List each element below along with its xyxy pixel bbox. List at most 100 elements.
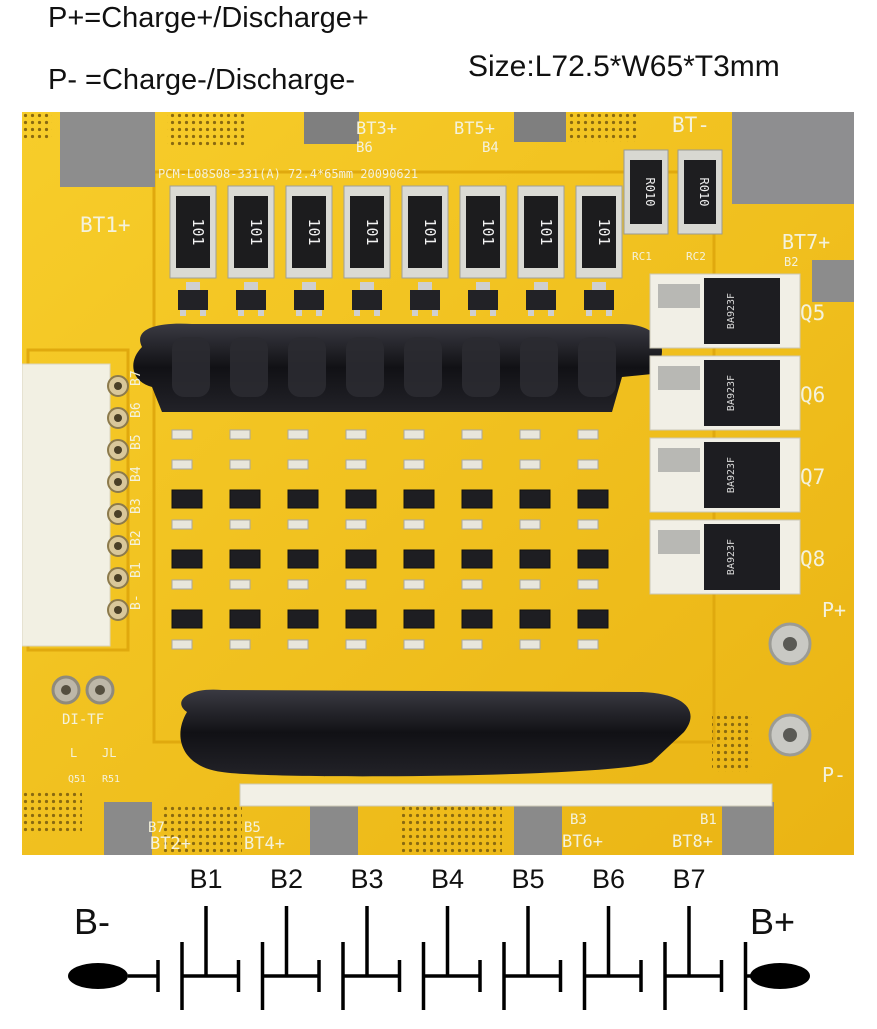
mosfet-code: BA923F [726,293,737,329]
smd-part [229,429,251,440]
smd-part [171,579,193,590]
b-plus-label: B+ [750,901,795,942]
smd-part [345,429,367,440]
sot-transistor [294,290,324,310]
smd-part [461,609,493,629]
b-plus-terminal [750,963,810,989]
pad-bt7 [812,260,854,302]
balance-resistor [234,196,268,268]
smd-part [403,549,435,569]
balance-resistor-code: 101 [421,218,439,245]
charge-discharge-plus-note: P+=Charge+/Discharge+ [48,2,369,34]
sot-transistor [584,290,614,310]
smd-part [461,519,483,530]
smd-part [345,489,377,509]
tap-label: B6 [592,864,625,894]
sot-transistor [526,290,556,310]
smd-part [519,609,551,629]
smd-part [287,489,319,509]
tap-label: B4 [431,864,464,894]
pad-bt8 [722,802,774,855]
smd-part [519,459,541,470]
smd-part [171,489,203,509]
mosfet-label: Q8 [800,547,825,571]
smd-part [519,429,541,440]
tap-label: B7 [672,864,705,894]
pad-bt1 [60,112,155,187]
mosfet-body [704,360,780,426]
sot-transistor [468,290,498,310]
smd-part [403,429,425,440]
mosfet-label: Q5 [800,301,825,325]
b-minus-label: B- [74,901,110,942]
smd-part [345,639,367,650]
smd-part [287,549,319,569]
mosfet-body [704,278,780,344]
sense-resistor-label: RC1 [632,250,652,263]
pad-bt-minus [732,112,854,204]
board-size-note: Size:L72.5*W65*T3mm [468,50,780,83]
smd-part [577,459,599,470]
balance-resistor [524,196,558,268]
smd-part [287,609,319,629]
label-bt2: BT2+ [150,834,191,854]
smd-part [577,519,599,530]
smd-part [287,459,309,470]
mosfet-code: BA923F [726,457,737,493]
balance-resistor [350,196,384,268]
smd-part [229,489,261,509]
connector-pin-label: B1 [129,562,144,578]
smd-part [171,639,193,650]
sense-resistor-code: R010 [697,178,711,207]
smd-part [577,429,599,440]
connector-pin-label: B4 [129,466,144,482]
balance-resistor-code: 101 [479,218,497,245]
balance-resistor-code: 101 [363,218,381,245]
smd-part [287,639,309,650]
smd-part [461,579,483,590]
smd-part [403,489,435,509]
smd-part [171,459,193,470]
sot-transistor [352,290,382,310]
label-bt4: BT4+ [244,834,285,854]
pad-bt2 [104,802,152,855]
mosfet-code: BA923F [726,539,737,575]
label-b6: B6 [356,140,373,156]
tap-label: B2 [270,864,303,894]
smd-part [461,429,483,440]
smd-part [345,519,367,530]
smd-part [577,549,609,569]
label-b5: B5 [244,820,261,836]
smd-part [229,519,251,530]
smd-part [345,579,367,590]
sot-transistor-row [178,282,614,316]
smd-part [229,639,251,650]
label-bt5: BT5+ [454,119,495,139]
pcb-photo: BT1+ BT3+ B6 BT5+ B4 BT- BT7+ B2 PCM-L08… [22,112,854,855]
smd-part [229,609,261,629]
pad-bt6 [514,802,562,855]
label-p-plus: P+ [822,598,846,622]
label-jl: JL [102,746,116,760]
balance-resistor-code: 101 [189,218,207,245]
label-bt8: BT8+ [672,832,713,852]
smd-part [577,609,609,629]
smd-part [577,579,599,590]
balance-resistor [408,196,442,268]
smd-part [229,579,251,590]
mosfet-body [704,442,780,508]
mosfet-code: BA923F [726,375,737,411]
smd-part [519,519,541,530]
charge-discharge-minus-note: P- =Charge-/Discharge- [48,64,356,96]
sot-transistor [178,290,208,310]
smd-part [519,639,541,650]
label-b4: B4 [482,140,499,156]
label-bt6: BT6+ [562,832,603,852]
tap-label: B3 [350,864,383,894]
label-b2: B2 [784,255,798,269]
smd-part [577,489,609,509]
smd-part [403,639,425,650]
